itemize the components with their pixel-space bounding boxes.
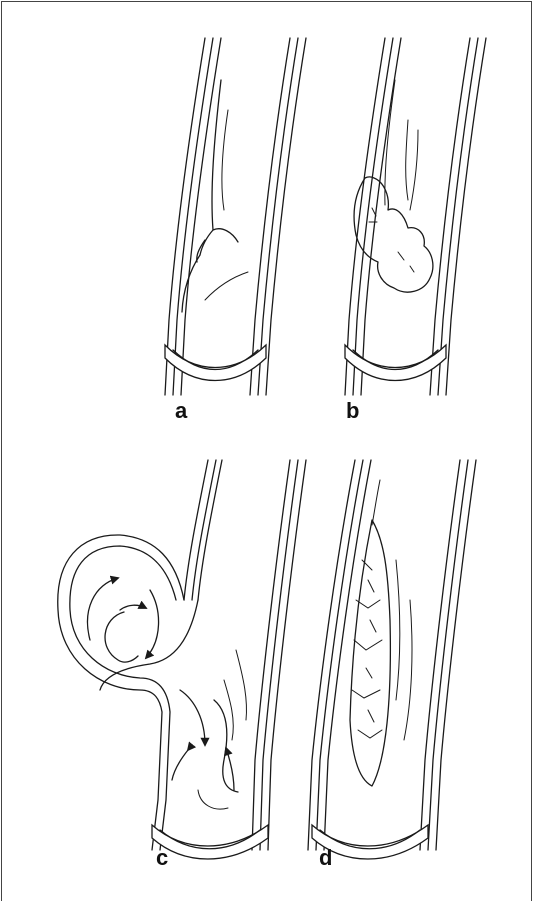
vessel-lesion-figure: a b c d: [0, 0, 534, 871]
panel-a-vessel: [165, 38, 306, 395]
panel-label-c: c: [156, 845, 168, 870]
panel-c-vessel: [58, 460, 306, 859]
panel-d-vessel: [308, 460, 476, 859]
panel-label-a: a: [175, 398, 188, 423]
panel-label-b: b: [346, 398, 359, 423]
panel-label-d: d: [319, 845, 332, 870]
figure-drawing: a b c d: [0, 0, 534, 871]
panel-b-vessel: [345, 38, 486, 395]
